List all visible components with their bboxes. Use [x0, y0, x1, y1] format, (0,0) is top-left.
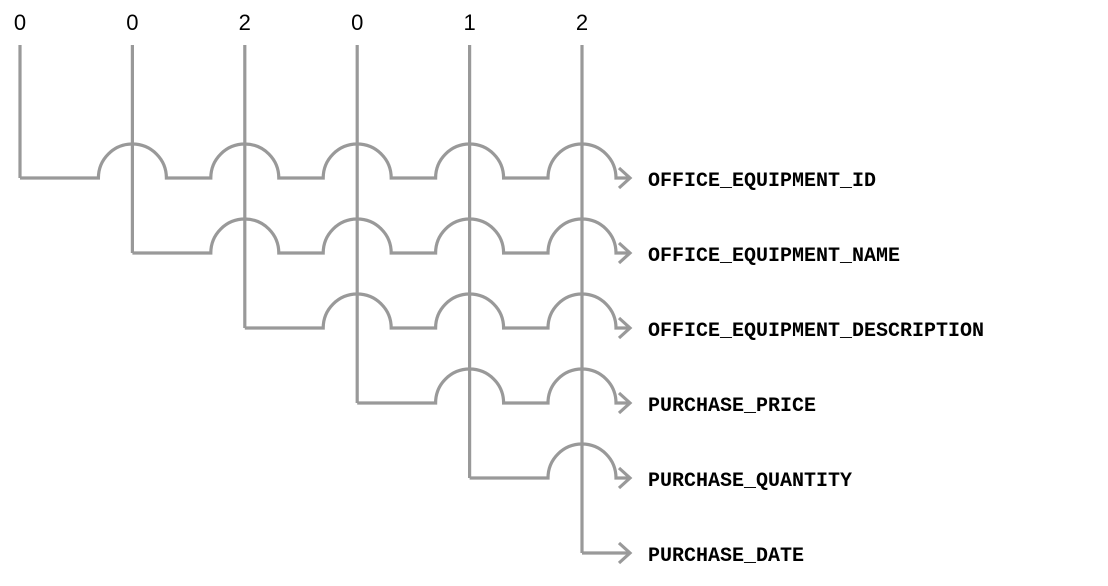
column-digit: 2	[239, 10, 251, 35]
output-label: PURCHASE_QUANTITY	[648, 470, 852, 493]
arrow-head-icon	[617, 466, 633, 490]
arrow-head-icon	[617, 166, 633, 190]
row-wire-4	[469, 442, 630, 480]
row-wire-3	[357, 367, 630, 405]
arrow-head-icon	[617, 316, 633, 340]
column-digit: 1	[463, 10, 475, 35]
column-digit: 0	[351, 10, 363, 35]
output-label: PURCHASE_DATE	[648, 545, 804, 568]
row-wire-1	[132, 217, 630, 255]
row-wire-0	[20, 142, 630, 180]
arrow-head-icon	[617, 391, 633, 415]
output-label: PURCHASE_PRICE	[648, 395, 816, 418]
output-label: OFFICE_EQUIPMENT_DESCRIPTION	[648, 320, 984, 343]
column-digit: 0	[14, 10, 26, 35]
output-label: OFFICE_EQUIPMENT_NAME	[648, 245, 900, 268]
output-label: OFFICE_EQUIPMENT_ID	[648, 170, 876, 193]
column-digit: 2	[576, 10, 588, 35]
arrow-head-icon	[617, 241, 633, 265]
row-wire-2	[244, 292, 630, 330]
column-digit: 0	[126, 10, 138, 35]
arrow-head-icon	[617, 541, 633, 565]
